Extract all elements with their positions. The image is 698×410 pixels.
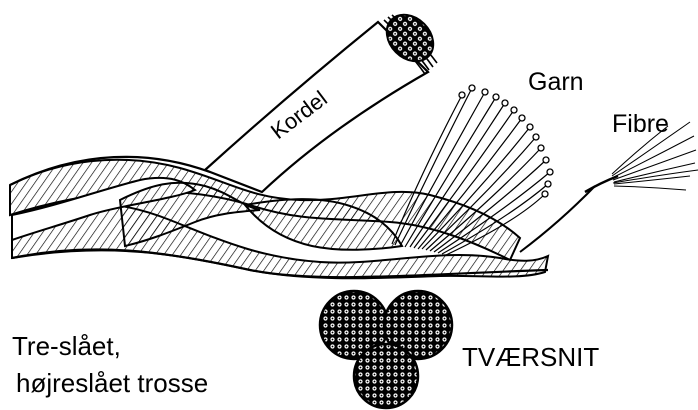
- garn-yarn-ends: [459, 85, 553, 197]
- caption-line-2: højreslået trosse: [16, 368, 208, 398]
- cross-section-label: TVÆRSNIT: [462, 342, 599, 372]
- cross-section-figure: [320, 291, 452, 408]
- caption-line-1: Tre-slået,: [12, 331, 121, 361]
- cross-section-strand-bottom: [354, 344, 418, 408]
- fibre-label: Fibre: [612, 110, 669, 138]
- garn-label: Garn: [528, 68, 584, 96]
